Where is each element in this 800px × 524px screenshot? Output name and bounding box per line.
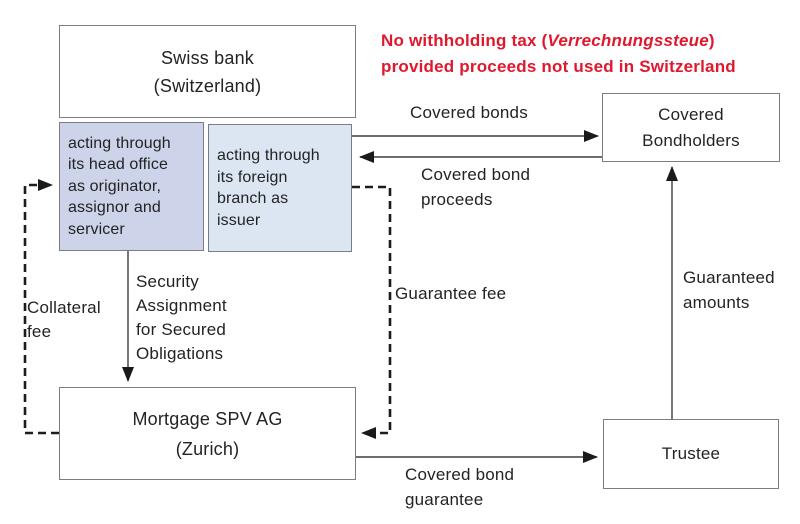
mortgage-spv-box: Mortgage SPV AG (Zurich) [59,387,356,480]
foreign-branch-box: acting through its foreign branch as iss… [208,124,352,252]
mortgage-spv-label: Mortgage SPV AG (Zurich) [132,408,283,459]
guarantee-fee-dashed-arrow [352,185,392,439]
guarantee-fee-label: Guarantee fee [395,284,507,303]
trustee-label: Trustee [661,444,721,463]
guaranteed-amounts-label: Guaranteed amounts [683,268,775,312]
collateral-fee-label: Collateral fee [27,298,101,341]
swiss-bank-label: Swiss bank (Switzerland) [153,47,262,96]
note-line2: provided proceeds not used in Switzerlan… [381,57,736,76]
foreign-branch-label: acting through its foreign branch as iss… [217,147,320,229]
covered-bonds-label: Covered bonds [410,103,528,122]
withholding-tax-note: No withholding tax (Verrechnungssteue) p… [381,28,791,80]
covered-bondholders-box: Covered Bondholders [602,93,780,162]
head-office-label: acting through its head office as origin… [68,134,171,238]
note-line1-italic: Verrechnungssteue [547,31,709,50]
covered-bond-proceeds-label: Covered bond proceeds [421,165,531,209]
swiss-bank-box: Swiss bank (Switzerland) [59,25,356,118]
security-assignment-label: Security Assignment for Secured Obligati… [136,272,227,363]
head-office-box: acting through its head office as origin… [59,122,204,251]
trustee-box: Trustee [603,419,779,489]
note-line1-suffix: ) [708,31,715,50]
covered-bondholders-label: Covered Bondholders [642,104,740,150]
covered-bond-guarantee-label: Covered bond guarantee [405,465,515,509]
note-line1-prefix: No withholding tax ( [381,31,548,50]
